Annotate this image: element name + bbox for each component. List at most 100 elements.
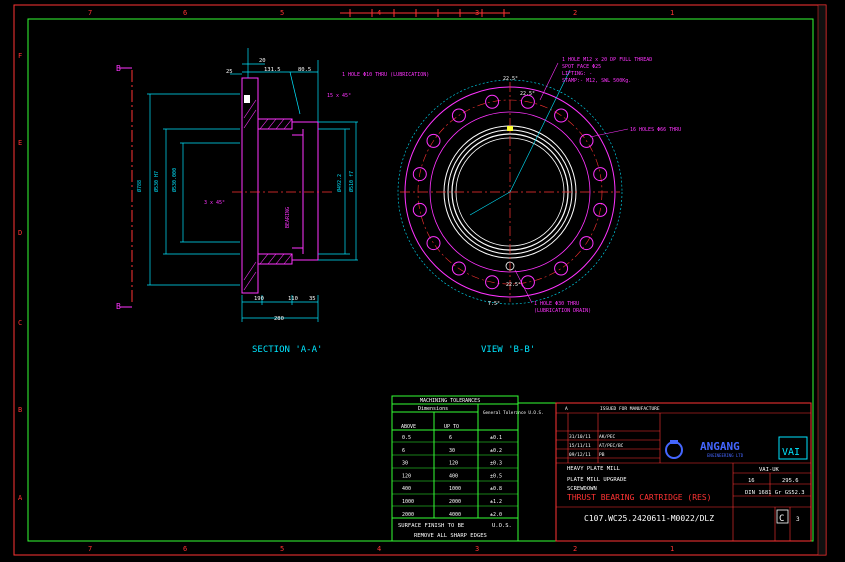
- partner-name: VAI: [782, 447, 800, 458]
- angle-label: 22.5°: [506, 282, 521, 288]
- tol-cell: ±2.0: [490, 512, 502, 518]
- vendor: VAI-UK: [759, 467, 780, 473]
- tol-cell: 400: [449, 473, 458, 479]
- tol-col-dimensions: Dimensions: [418, 406, 448, 412]
- bolt-hole: [426, 236, 441, 251]
- zone-letter: D: [18, 229, 22, 237]
- tol-cell: ±0.8: [490, 486, 502, 492]
- tol-cell: ±0.1: [490, 435, 502, 441]
- holes-note: 16 HOLES Φ66 THRU: [630, 127, 681, 133]
- rev-letter: A: [565, 406, 568, 412]
- tolerance-table: MACHINING TOLERANCES Dimensions General …: [391, 395, 544, 542]
- tol-cell: 30: [402, 461, 408, 467]
- bolt-hole: [593, 167, 608, 182]
- sheet-number: 3: [796, 516, 800, 523]
- right-strip: [817, 4, 827, 556]
- dim-text: Ø530 H7: [153, 171, 160, 192]
- zone-num: 1: [670, 9, 674, 17]
- bearing-note: BEARING: [285, 207, 291, 228]
- bolt-hole: [520, 94, 535, 109]
- zone-num: 2: [573, 545, 577, 553]
- top-ruler: [340, 9, 510, 17]
- zone-num: 7: [88, 545, 92, 553]
- tol-cell: ±0.3: [490, 461, 502, 467]
- zone-num: 6: [183, 545, 187, 553]
- thread-note-4: STAMP:- M12, SWL 500Kg.: [562, 78, 631, 84]
- project-line-2: PLATE MILL UPGRADE: [567, 477, 627, 483]
- tol-cell: 30: [449, 448, 455, 454]
- sheet-size: C: [779, 514, 784, 524]
- angle-label: 22.5°: [520, 91, 535, 97]
- tol-cell: 2000: [402, 512, 414, 518]
- border-side-letters: F E D C B A: [18, 52, 23, 502]
- tol-cell: ±0.2: [490, 448, 502, 454]
- section-label: SECTION 'A-A': [252, 345, 322, 355]
- bolt-hole: [451, 108, 466, 123]
- thread-note-2: SPOT FACE Φ25: [562, 64, 601, 70]
- tol-cell: 120: [449, 461, 458, 467]
- tol-cell: 6: [402, 448, 405, 454]
- company-name: ANGANG: [700, 440, 740, 453]
- view-b-b: 1 HOLE M12 x 20 DP FULL THREAD SPOT FACE…: [397, 57, 681, 355]
- rev-date: 31/10/11: [569, 434, 591, 440]
- tol-cell: ±0.5: [490, 473, 502, 479]
- zone-num: 5: [280, 545, 284, 553]
- zone-letter: E: [18, 139, 22, 147]
- bolt-hole: [485, 94, 500, 109]
- bolt-hole: [554, 261, 569, 276]
- material: DIN 1681 Gr GS52.3: [745, 490, 805, 496]
- chamfer-inner-note: 3 x 45°: [204, 200, 225, 206]
- zone-num: 4: [377, 545, 381, 553]
- dim-text: 131.5: [264, 67, 281, 73]
- lub-drain-2: (LUBRICATION DRAIN): [534, 308, 591, 314]
- company-sub: ENGINEERING LTD: [707, 453, 744, 458]
- zone-letter: F: [18, 52, 22, 60]
- surface-finish-text: SURFACE FINISH TO BE: [398, 523, 464, 529]
- zone-num: 5: [280, 9, 284, 17]
- zone-letter: B: [18, 406, 22, 414]
- zone-num: 1: [670, 545, 674, 553]
- bolt-hole: [579, 133, 594, 148]
- tol-cell: 400: [402, 486, 411, 492]
- thread-note-1: 1 HOLE M12 x 20 DP FULL THREAD: [562, 57, 652, 63]
- dim-text: 25: [226, 69, 233, 75]
- tol-cell: 4000: [449, 512, 461, 518]
- tol-cell: ±1.2: [490, 499, 502, 505]
- angle-label: 22.5°: [503, 76, 518, 82]
- lub-drain-1: 1 HOLE Φ30 THRU: [534, 301, 579, 307]
- dim-text: Ø492.2: [336, 174, 343, 192]
- bolt-hole: [593, 202, 608, 217]
- tol-cell: 2000: [449, 499, 461, 505]
- lub-hole-note: 1 HOLE Φ10 THRU (LUBRICATION): [342, 72, 429, 78]
- dim-text: 35: [309, 296, 316, 302]
- zone-num: 6: [183, 9, 187, 17]
- tol-col-upto: UP TO: [444, 424, 459, 430]
- tol-cell: 6: [449, 435, 452, 441]
- title-block: A ISSUED FOR MANUFACTURE 31/10/11 AK/PEC…: [517, 402, 812, 542]
- project-line-1: HEAVY PLATE MILL: [567, 466, 621, 472]
- dim-text: 110: [288, 296, 298, 302]
- bolt-hole: [485, 275, 500, 290]
- tol-cell: 120: [402, 473, 411, 479]
- zone-letter: C: [18, 319, 22, 327]
- zone-num: 7: [88, 9, 92, 17]
- dim-text: 190: [254, 296, 264, 302]
- bolt-hole: [412, 167, 427, 182]
- cut-marker-top: B: [116, 64, 121, 73]
- tol-col-general: General Tolerance U.O.S.: [483, 410, 544, 415]
- tol-title: MACHINING TOLERANCES: [420, 398, 480, 404]
- dim-text: 280: [274, 316, 284, 322]
- dim-text: Ø510 f7: [348, 171, 355, 192]
- rev-date: 15/11/11: [569, 443, 591, 449]
- flange-outline: [241, 77, 259, 294]
- section-a-a: B B: [116, 48, 429, 355]
- chamfer-outer-note: 15 x 45°: [327, 93, 351, 99]
- rev-by: PB: [599, 452, 605, 458]
- bolt-hole: [426, 133, 441, 148]
- cut-marker-bottom: B: [116, 302, 121, 311]
- zone-num: 3: [475, 545, 479, 553]
- dim-text: 20: [259, 58, 266, 64]
- angle-label: 7.5°: [488, 301, 500, 307]
- tol-cell: 1000: [402, 499, 414, 505]
